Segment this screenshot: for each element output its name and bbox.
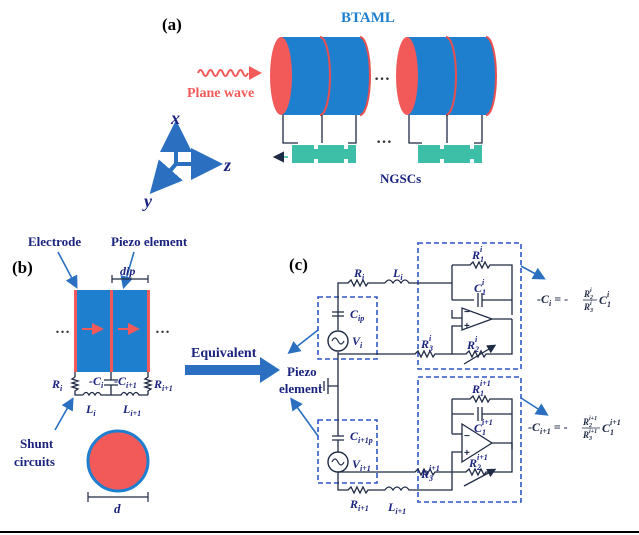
svg-text:R2i: R2i xyxy=(583,288,593,301)
equivalent-arrow-icon xyxy=(185,357,280,383)
piezo-box-bottom xyxy=(317,419,378,484)
ellipsis-bottom: … xyxy=(376,130,392,147)
op-amp-box-bottom xyxy=(417,376,522,503)
plane-wave-label: Plane wave xyxy=(187,86,254,101)
opamp-bottom-minus: − xyxy=(464,431,470,442)
label-c1-i1: C1i+1 xyxy=(474,418,493,437)
piezo-stack xyxy=(74,290,150,372)
label-r2-i: R2i xyxy=(466,335,479,354)
circuit-bottom-wires xyxy=(332,394,513,495)
svg-text:R3i: R3i xyxy=(583,301,593,314)
panel-b: (b) Electrode Piezo element dip … … xyxy=(12,234,188,516)
label-r3-i: R3i xyxy=(420,334,433,353)
opamp-top-plus: + xyxy=(464,321,470,332)
label-r-i: Ri xyxy=(353,266,365,282)
panel-c-label: (c) xyxy=(289,255,308,274)
ground-icon xyxy=(319,354,339,415)
piezo-box-top xyxy=(317,296,378,360)
ngsc-label: NGSCs xyxy=(380,171,421,186)
piezo-label-line1: Piezo xyxy=(287,364,317,379)
svg-text:C1i: C1i xyxy=(599,290,611,309)
svg-text:-Ci+1 = -: -Ci+1 = - xyxy=(528,420,568,436)
l-i-label: Li xyxy=(85,402,96,418)
panel-b-label: (b) xyxy=(12,258,33,277)
formula-2: -Ci+1 = - R2i+1 R3i+1 C1i+1 xyxy=(528,416,621,442)
neg-c-i-label: -Ci xyxy=(89,374,104,390)
axis-z-label: z xyxy=(223,155,231,175)
l-i1-label: Li+1 xyxy=(122,402,141,418)
axis-x-label: x xyxy=(170,108,180,128)
formula-1: -Ci = - R2i R3i C1i xyxy=(537,288,611,314)
piezo-label-line2: element xyxy=(279,381,323,396)
label-l-i: Li xyxy=(392,266,403,282)
equivalent-label: Equivalent xyxy=(191,346,257,361)
piezo-element-label: Piezo element xyxy=(111,234,188,249)
panel-c: (c) xyxy=(279,242,549,516)
label-l-i1: Li+1 xyxy=(387,500,406,516)
stack-ellipsis-left: … xyxy=(55,321,70,337)
label-r2-i1: R2i+1 xyxy=(468,453,488,472)
svg-text:-Ci = -: -Ci = - xyxy=(537,292,568,308)
label-r-i1: Ri+1 xyxy=(349,497,369,513)
cylinder-unit-2 xyxy=(396,36,497,116)
plane-wave-arrow-icon xyxy=(249,66,262,80)
r-i1-label: Ri+1 xyxy=(153,377,173,393)
shunt-label-line1: Shunt xyxy=(20,436,54,451)
plane-wave-icon xyxy=(197,69,249,77)
label-c1-i: C1i xyxy=(474,278,486,297)
axis-y-label: y xyxy=(142,191,153,211)
label-r1-i: R1i xyxy=(471,245,484,264)
svg-text:R2i+1: R2i+1 xyxy=(582,416,597,429)
label-c-i1p: Ci+1p xyxy=(350,429,373,445)
label-v-i1: Vi+1 xyxy=(352,457,371,473)
label-r1-i1: R1i+1 xyxy=(471,379,491,398)
label-c-ip: Cip xyxy=(350,307,364,323)
stack-ellipsis-right: … xyxy=(155,321,170,337)
opamp-top-minus: − xyxy=(464,307,470,318)
neg-c-i1-label: -Ci+1 xyxy=(114,374,137,390)
cylinder-unit-1 xyxy=(270,36,371,116)
panel-a-label: (a) xyxy=(162,15,182,34)
dip-label: dip xyxy=(120,264,135,278)
shunt-label-line2: circuits xyxy=(14,454,55,469)
btaml-title: BTAML xyxy=(341,10,395,26)
label-v-i: Vi xyxy=(352,334,363,350)
diameter-label: d xyxy=(114,501,121,516)
ngsc-wires xyxy=(282,115,483,144)
ngsc-blocks xyxy=(292,145,482,163)
ellipsis-top: … xyxy=(374,67,390,84)
label-r3-i1: R3i+1 xyxy=(420,464,440,483)
coordinate-axes: x z y xyxy=(142,108,231,211)
r-i-label: Ri xyxy=(51,377,63,393)
opamp-bottom-plus: + xyxy=(464,448,470,459)
electrode-label: Electrode xyxy=(28,234,81,249)
svg-text:C1i+1: C1i+1 xyxy=(602,418,621,437)
panel-a: (a) BTAML Plane wave … xyxy=(142,10,497,211)
svg-text:R3i+1: R3i+1 xyxy=(582,429,597,442)
equivalent-arrow: Equivalent xyxy=(185,346,280,383)
shunt-circuit-wires xyxy=(69,372,154,397)
cross-section-circle xyxy=(86,429,150,493)
op-amp-box-top xyxy=(417,242,522,370)
circuit-top-wires xyxy=(332,260,513,365)
